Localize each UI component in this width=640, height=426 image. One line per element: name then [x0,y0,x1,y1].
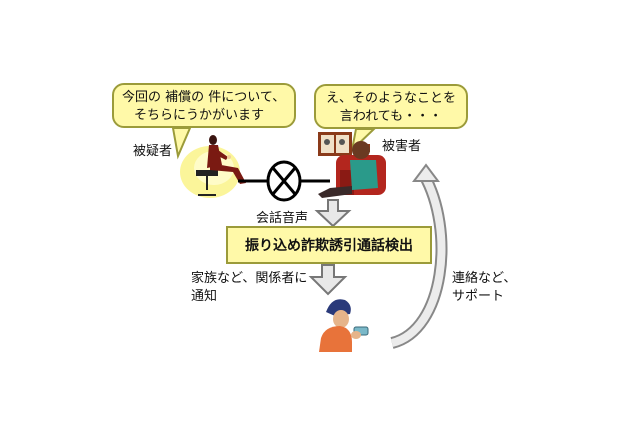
victim-speech-bubble: え、そのようなことを 言われても・・・ [314,84,468,129]
fraud-call-detection-box: 振り込め詐欺誘引通話検出 [226,226,432,264]
suspect-label: 被疑者 [133,144,173,159]
down-arrow-audio [314,199,352,228]
support-label: 連絡など、 サポート [452,270,516,306]
support-label-line-2: サポート [452,289,505,304]
support-label-line-1: 連絡など、 [452,271,517,286]
suspect-speech-bubble: 今回の 補償の 件について、 そちらにうかがいます [112,83,296,128]
suspect-figure [180,135,246,198]
suspect-speech-line-2: そちらにうかがいます [134,108,265,123]
support-arrow [390,163,448,349]
notify-label: 家族など、関係者に 通知 [191,270,307,306]
victim-figure [318,132,386,198]
victim-speech-line-1: え、そのようなことを [325,91,456,106]
notify-label-line-1: 家族など、関係者に [191,271,308,286]
down-arrow-notify [308,264,348,296]
victim-speech-line-2: 言われても・・・ [339,109,443,124]
victim-label: 被害者 [382,139,422,154]
tap-symbol [238,160,330,202]
notify-label-line-2: 通知 [191,289,218,304]
audio-label: 会話音声 [256,211,309,226]
suspect-bubble-tail [171,127,192,160]
operator-figure [319,299,369,352]
suspect-speech-line-1: 今回の 補償の 件について、 [122,90,286,105]
